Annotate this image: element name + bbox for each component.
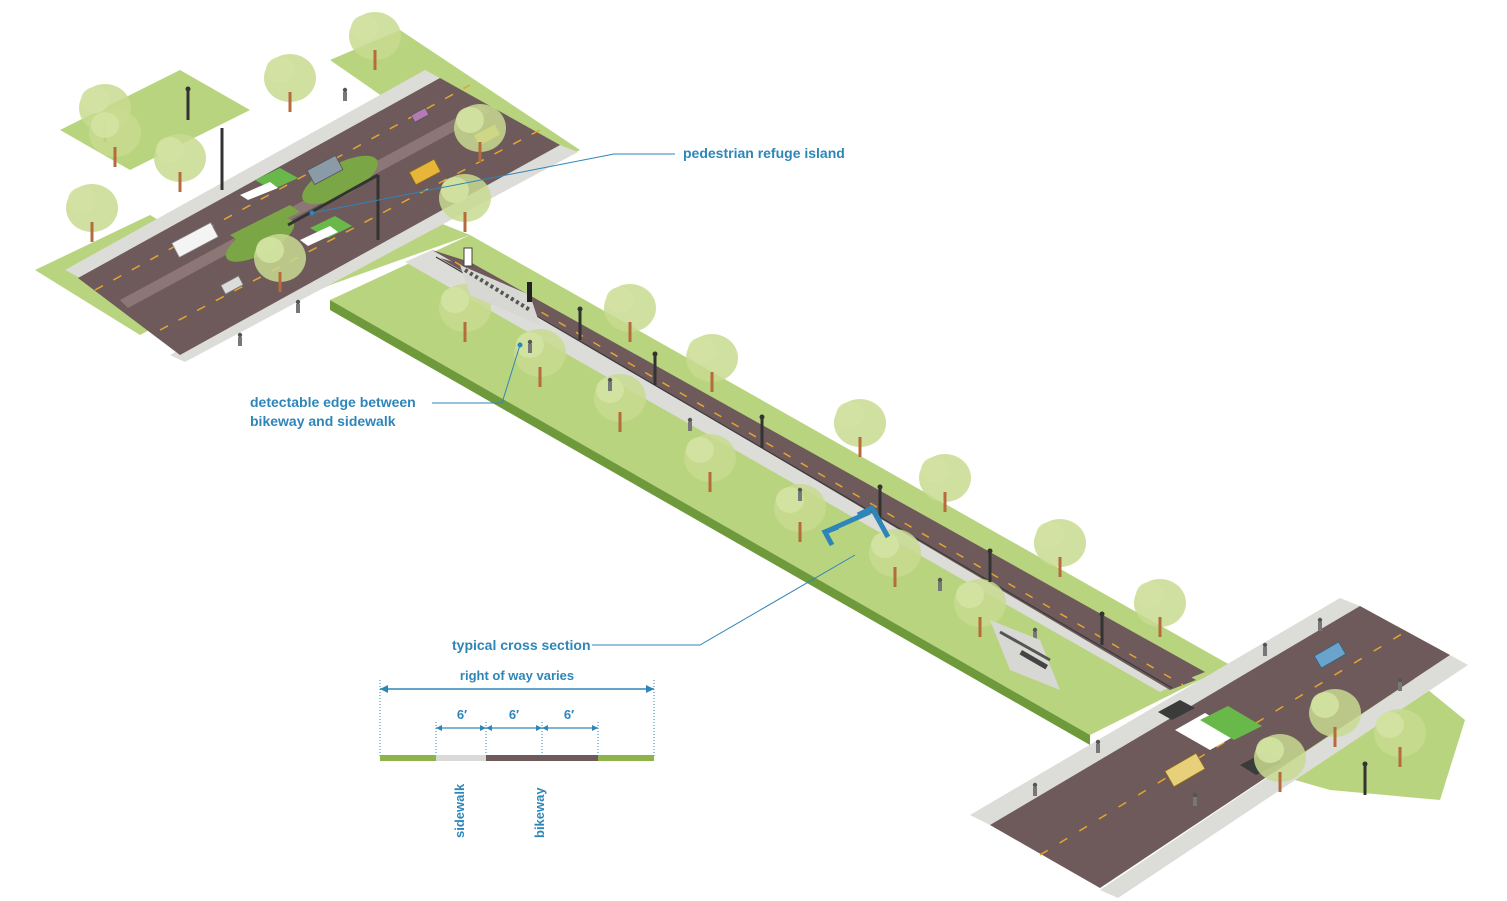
label-refuge-island: pedestrian refuge island (683, 145, 845, 161)
bottom-road (990, 606, 1450, 888)
right-of-way-label: right of way varies (460, 668, 574, 683)
section-sidewalk (436, 755, 486, 761)
refuge-island (302, 155, 378, 205)
top-road-centerline-2 (159, 129, 541, 331)
small-car (410, 107, 430, 123)
bottom-road-centerline (1039, 631, 1406, 856)
top-median-bike-lane (120, 105, 490, 308)
bike-share-station (460, 247, 540, 325)
label-detectable-edge-1: detectable edge between (250, 394, 416, 410)
bottom-crosswalk (1175, 706, 1262, 750)
bikeway-centerline (454, 261, 1184, 686)
leader-detectable-edge (432, 344, 521, 404)
width-1: 6′ (457, 707, 467, 722)
sidewalk-label: sidewalk (452, 783, 467, 838)
leader-refuge-island (311, 153, 675, 214)
detectable-edge (435, 256, 1173, 689)
label-detectable-edge-2: bikeway and sidewalk (250, 413, 396, 429)
section-grass-right (598, 755, 654, 761)
top-road-centerline (94, 84, 471, 291)
width-3: 6′ (564, 707, 574, 722)
refuge-island-2 (225, 218, 295, 262)
section-bikeway (486, 755, 598, 761)
blue-car (1313, 641, 1347, 669)
suv (306, 154, 344, 186)
top-sidewalk-a (65, 70, 440, 278)
bus (171, 222, 219, 258)
corridor-edge (330, 300, 1090, 745)
leader-cross-section (592, 554, 856, 646)
label-cross-section: typical cross section (452, 637, 591, 653)
corridor-bikeway-main (440, 258, 1196, 690)
pickup-truck (1164, 752, 1206, 788)
car (220, 275, 244, 295)
top-crosswalk (240, 168, 352, 246)
signal-arm (287, 173, 379, 227)
bikeway-label: bikeway (532, 787, 547, 838)
top-road (78, 78, 560, 355)
direction-arrows (821, 504, 891, 547)
plaza-bottom (990, 620, 1060, 690)
bottom-pit-left (1158, 700, 1195, 720)
cross-section-diagram: right of way varies 6′ 6′ 6′ sidewalk bi… (379, 668, 655, 838)
width-2: 6′ (509, 707, 519, 722)
section-grass-left (380, 755, 436, 761)
van (408, 158, 442, 186)
leader-lines (309, 153, 856, 646)
